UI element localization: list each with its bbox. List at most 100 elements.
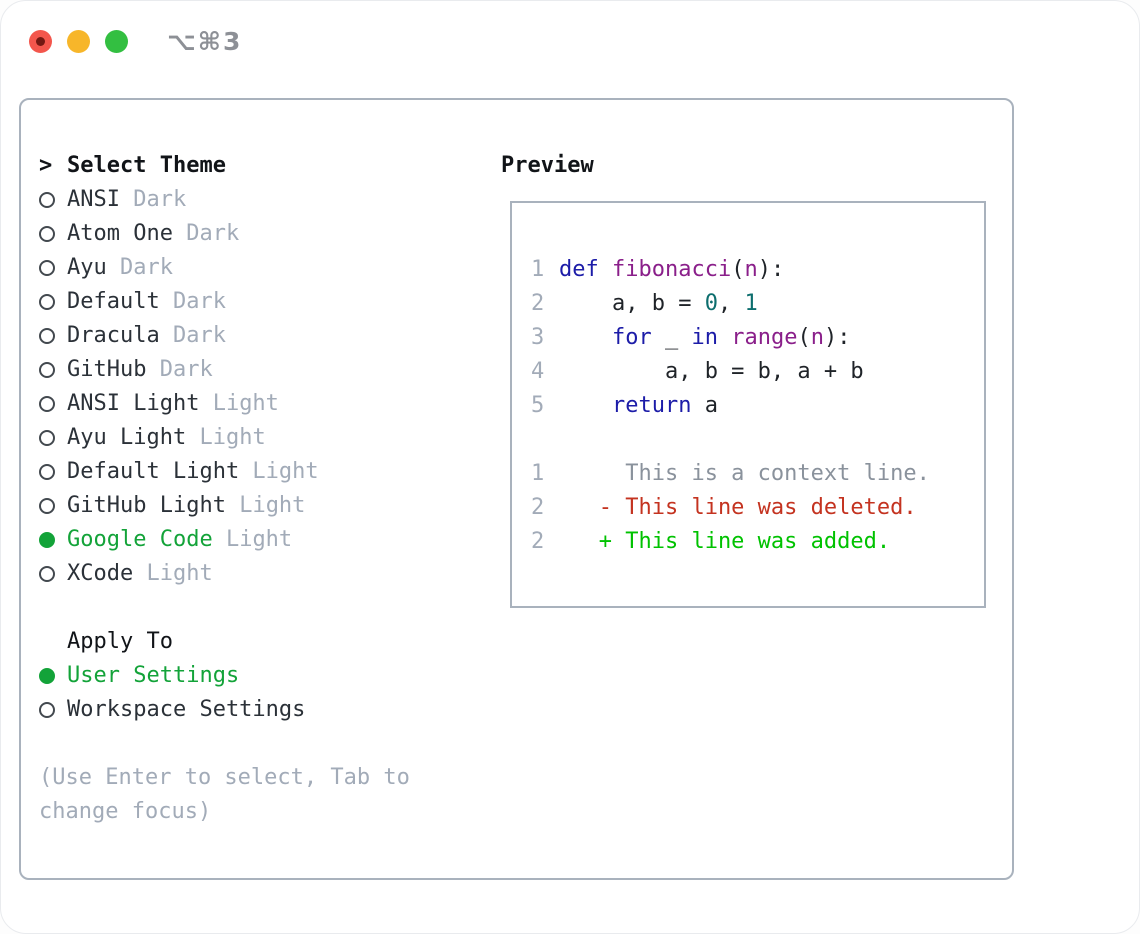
- theme-option-dracula[interactable]: Dracula Dark: [39, 319, 501, 353]
- radio-selected-icon: [39, 532, 55, 548]
- code-line: [531, 423, 984, 457]
- preview-title: Preview: [501, 153, 594, 178]
- radio-icon: [39, 328, 55, 344]
- code-line: 4 a, b = b, a + b: [531, 355, 984, 389]
- code-token-kw: in: [691, 325, 718, 350]
- code-token-nm: 0: [704, 291, 718, 316]
- apply-to-header: Apply To: [39, 625, 501, 659]
- code-token-add: + This line was added.: [559, 529, 891, 554]
- code-token-pl: ,: [717, 291, 745, 316]
- code-token-pl: a: [691, 393, 718, 418]
- line-number: 1: [531, 257, 545, 282]
- minimize-button[interactable]: [67, 30, 90, 53]
- option-label: Workspace Settings: [67, 697, 306, 722]
- select-theme-title: Select Theme: [67, 153, 226, 178]
- theme-variant-tag: Dark: [106, 255, 173, 280]
- theme-option-ansi-light[interactable]: ANSI Light Light: [39, 387, 501, 421]
- line-number: 3: [531, 325, 545, 350]
- line-number: 2: [531, 291, 545, 316]
- theme-variant-tag: Light: [199, 391, 279, 416]
- code-token-fn: range: [731, 325, 798, 350]
- line-number: 1: [531, 461, 545, 486]
- line-number: 2: [531, 495, 545, 520]
- radio-icon: [39, 396, 55, 412]
- radio-icon: [39, 464, 55, 480]
- theme-variant-tag: Light: [239, 459, 319, 484]
- radio-icon: [39, 192, 55, 208]
- theme-option-atom-one[interactable]: Atom One Dark: [39, 217, 501, 251]
- theme-variant-tag: Dark: [146, 357, 213, 382]
- option-label: GitHub Light: [67, 493, 226, 518]
- theme-option-github-light[interactable]: GitHub Light Light: [39, 489, 501, 523]
- zoom-button[interactable]: [105, 30, 128, 53]
- radio-icon: [39, 498, 55, 514]
- keyboard-hint: (Use Enter to select, Tab to change focu…: [39, 765, 410, 824]
- code-token-pl: ):: [757, 257, 785, 282]
- code-line: 2 + This line was added.: [531, 525, 984, 559]
- theme-variant-tag: Light: [186, 425, 266, 450]
- spacer: [39, 591, 501, 625]
- code-line: 2 a, b = 0, 1: [531, 287, 984, 321]
- code-line: 5 return a: [531, 389, 984, 423]
- option-label: Dracula: [67, 323, 160, 348]
- theme-option-google-code[interactable]: Google Code Light: [39, 523, 501, 557]
- code-token-pl: [559, 325, 612, 350]
- option-label: Ayu: [67, 255, 107, 280]
- theme-option-ayu-light[interactable]: Ayu Light Light: [39, 421, 501, 455]
- option-label: Google Code: [67, 527, 213, 552]
- option-label: GitHub: [67, 357, 147, 382]
- radio-icon: [39, 260, 55, 276]
- code-token-pl: (: [797, 325, 811, 350]
- code-token-kw: return: [611, 393, 692, 418]
- focus-caret: >: [39, 153, 53, 178]
- theme-option-xcode[interactable]: XCode Light: [39, 557, 501, 591]
- window-shortcut-label: ⌥⌘3: [167, 27, 243, 56]
- close-button[interactable]: [29, 30, 52, 53]
- theme-variant-tag: Dark: [172, 221, 240, 246]
- code-token-pl: _: [651, 325, 692, 350]
- theme-variant-tag: Dark: [159, 289, 226, 314]
- theme-option-default-light[interactable]: Default Light Light: [39, 455, 501, 489]
- theme-variant-tag: Dark: [119, 187, 187, 212]
- theme-option-default[interactable]: Default Dark: [39, 285, 501, 319]
- code-token-pl: a, b = b, a + b: [559, 359, 864, 384]
- theme-variant-tag: Light: [133, 561, 213, 586]
- radio-icon: [39, 362, 55, 378]
- radio-icon: [39, 294, 55, 310]
- code-token-kw: for: [611, 325, 652, 350]
- line-number: 4: [531, 359, 545, 384]
- theme-option-ansi[interactable]: ANSI Dark: [39, 183, 501, 217]
- radio-icon: [39, 702, 55, 718]
- option-label: Default Light: [67, 459, 240, 484]
- apply-option-user-settings[interactable]: User Settings: [39, 659, 501, 693]
- option-label: Atom One: [67, 221, 173, 246]
- theme-variant-tag: Light: [212, 527, 293, 552]
- option-label: User Settings: [67, 663, 240, 688]
- code-token-pl: [559, 393, 612, 418]
- option-label: Default: [67, 289, 160, 314]
- option-label: ANSI: [67, 187, 120, 212]
- code-token-fn: fibonacci: [611, 257, 732, 282]
- theme-option-ayu[interactable]: Ayu Dark: [39, 251, 501, 285]
- code-token-pl: a, b =: [559, 291, 705, 316]
- option-label: XCode: [67, 561, 134, 586]
- apply-option-workspace-settings[interactable]: Workspace Settings: [39, 693, 501, 727]
- code-token-del: - This line was deleted.: [559, 495, 917, 520]
- radio-icon: [39, 430, 55, 446]
- line-number: 2: [531, 529, 545, 554]
- code-token-kw: def: [559, 257, 612, 282]
- radio-icon: [39, 226, 55, 242]
- code-line: 2 - This line was deleted.: [531, 491, 984, 525]
- titlebar: ⌥⌘3: [29, 27, 242, 56]
- code-token-ctx: This is a context line.: [559, 461, 930, 486]
- theme-variant-tag: Dark: [159, 323, 226, 348]
- line-number: 5: [531, 393, 545, 418]
- theme-option-github[interactable]: GitHub Dark: [39, 353, 501, 387]
